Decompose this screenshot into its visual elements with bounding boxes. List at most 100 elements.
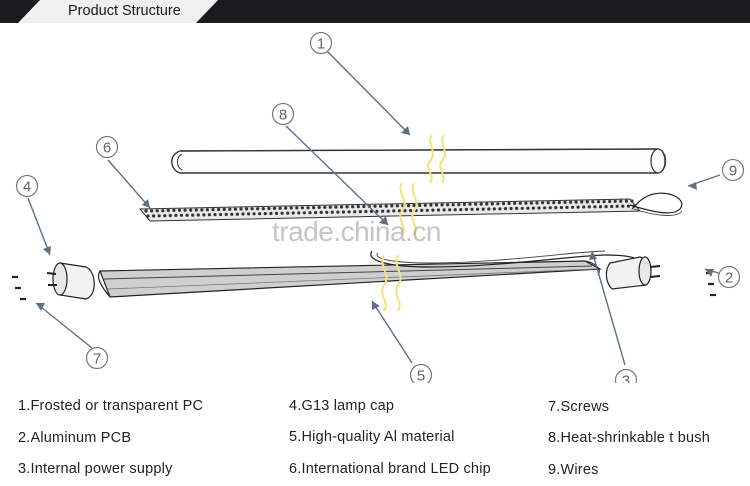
- led-chip: [194, 208, 198, 212]
- led-chip: [531, 206, 536, 210]
- led-chip: [604, 205, 608, 209]
- led-chip: [174, 213, 178, 217]
- callout-line-3: [591, 250, 626, 366]
- callout-line-6: [107, 159, 151, 209]
- legend-item-4: 4.G13 lamp cap: [289, 398, 395, 414]
- led-chip: [228, 207, 232, 211]
- led-chip: [418, 203, 422, 207]
- led-chip: [464, 207, 468, 211]
- led-chip: [356, 205, 360, 209]
- led-chip: [379, 204, 383, 208]
- led-chip: [403, 209, 407, 213]
- led-chip: [535, 201, 539, 205]
- led-chip: [576, 205, 580, 209]
- led-chip: [314, 211, 318, 215]
- led-chip: [565, 205, 569, 209]
- led-chip: [295, 206, 299, 210]
- led-chip: [205, 208, 209, 212]
- led-chip: [300, 206, 304, 210]
- led-chip: [529, 201, 534, 205]
- led-chip: [252, 212, 256, 216]
- led-chip: [397, 209, 401, 213]
- led-chip: [476, 207, 480, 211]
- legend-item-3: 3.Internal power supply: [18, 461, 173, 477]
- led-chip: [289, 206, 293, 210]
- led-chip: [479, 202, 483, 206]
- legend-item-6: 6.International brand LED chip: [289, 461, 491, 477]
- callout-number-9: 9: [729, 163, 737, 180]
- led-chip: [312, 206, 316, 210]
- led-chip: [513, 201, 517, 205]
- led-chip: [462, 202, 466, 206]
- led-chip: [559, 205, 564, 210]
- led-chip: [520, 206, 524, 210]
- led-chip: [436, 208, 441, 212]
- led-chip: [552, 201, 556, 205]
- led-chip: [470, 207, 474, 211]
- callout-line-8: [285, 125, 389, 226]
- led-chip: [412, 203, 416, 208]
- led-chip: [330, 210, 334, 214]
- led-chip: [613, 199, 617, 203]
- led-chip: [591, 200, 595, 204]
- led-chip: [503, 207, 508, 211]
- led-chip: [610, 204, 614, 209]
- led-chip: [302, 211, 306, 215]
- callout-4: 4: [15, 174, 39, 198]
- led-chip: [619, 199, 623, 203]
- led-chips: [144, 199, 636, 218]
- led-chip: [362, 204, 366, 209]
- callout-3: 3: [614, 368, 638, 383]
- led-chip: [580, 200, 584, 204]
- led-chip: [224, 212, 228, 216]
- led-chip: [166, 208, 170, 213]
- exploded-diagram: 1 2 3 4 5 6 7 8 9: [12, 31, 745, 384]
- led-chip: [630, 199, 634, 203]
- led-chip: [247, 212, 251, 216]
- callout-number-8: 8: [279, 107, 287, 124]
- led-chip: [420, 208, 424, 212]
- led-chip: [407, 204, 411, 208]
- led-chip: [468, 202, 472, 206]
- led-chip: [384, 204, 388, 208]
- callout-9: 9: [721, 158, 745, 182]
- callout-line-7: [35, 302, 93, 349]
- led-chip: [155, 209, 159, 213]
- legend-item-8: 8.Heat-shrinkable t bush: [548, 430, 710, 446]
- led-chip: [498, 207, 502, 211]
- led-chip: [152, 214, 156, 218]
- led-chip: [233, 207, 237, 211]
- led-chip: [459, 208, 463, 212]
- led-chip: [457, 203, 461, 207]
- led-chip: [353, 210, 357, 214]
- led-chip: [347, 210, 351, 214]
- led-chip: [185, 213, 189, 217]
- led-chip: [319, 210, 323, 214]
- led-chip: [364, 209, 368, 214]
- led-chip: [526, 206, 530, 210]
- legend-item-1: 1.Frosted or transparent PC: [18, 398, 204, 414]
- led-chip: [425, 208, 429, 212]
- callout-number-5: 5: [417, 368, 425, 384]
- left-end-cap: [46, 262, 95, 300]
- led-chip: [429, 203, 433, 207]
- led-chip: [336, 210, 340, 214]
- watermark: trade.china.cn: [272, 216, 441, 247]
- led-chip: [219, 212, 223, 217]
- led-chip: [569, 200, 573, 204]
- callout-lines: [27, 50, 726, 366]
- led-chip: [286, 211, 290, 215]
- led-chip: [587, 205, 591, 209]
- led-chip: [328, 205, 332, 209]
- led-chip: [496, 202, 500, 206]
- led-chip: [161, 209, 165, 213]
- led-chip: [263, 212, 267, 216]
- led-chip: [615, 204, 619, 208]
- led-chip: [507, 201, 511, 206]
- led-chip: [144, 209, 148, 213]
- led-chip: [386, 209, 390, 213]
- led-chip: [235, 212, 239, 216]
- callout-line-1: [326, 50, 411, 136]
- led-chip: [554, 206, 558, 210]
- led-chip: [593, 205, 597, 209]
